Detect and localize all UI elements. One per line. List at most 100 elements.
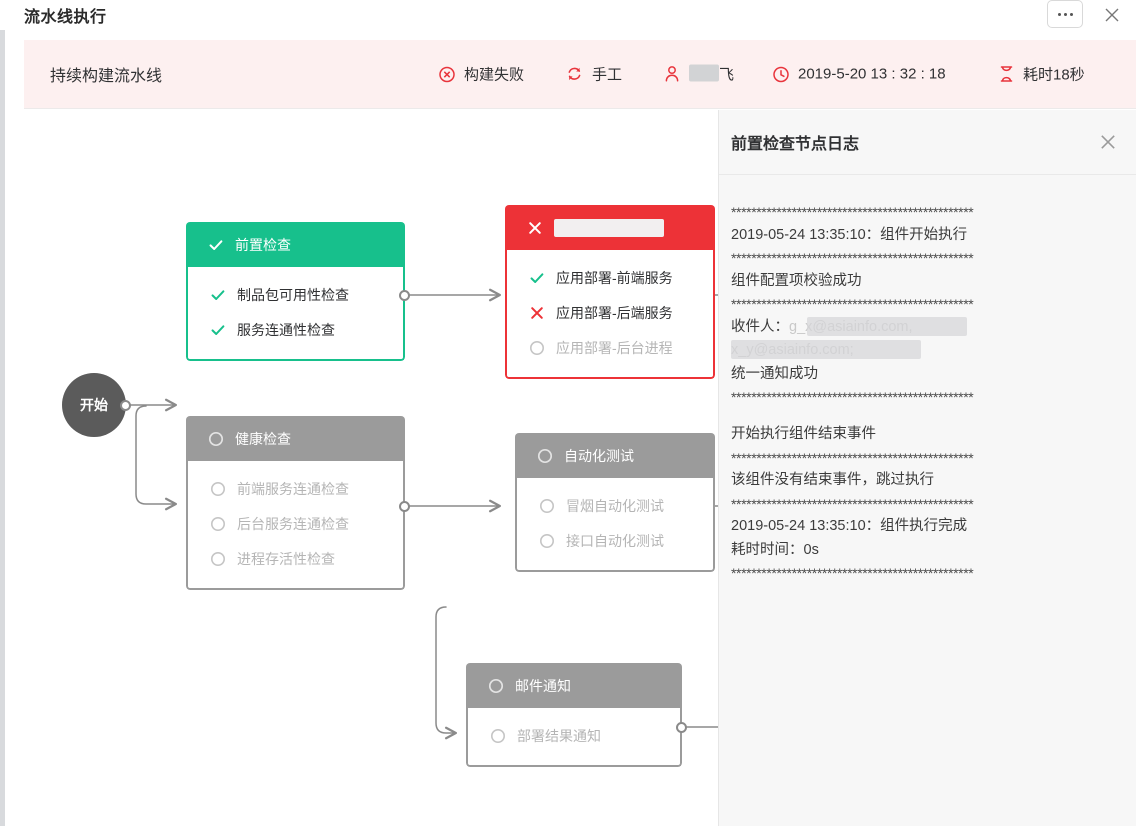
stage-sub-item[interactable]: 接口自动化测试 [517,523,713,558]
redaction-mask [554,218,664,237]
log-line: ****************************************… [731,389,974,406]
window-titlebar: 流水线执行 [0,0,1136,30]
stage-node-precheck[interactable]: 前置检查 制品包可用性检查 服务连通性检查 [186,222,405,361]
stage-node-deploy[interactable]: 应用部署-前端服务 应用部署-后端服务 应用部署-后台进程 [505,205,715,379]
stage-sub-item[interactable]: 进程存活性检查 [188,541,403,576]
circle-icon [488,678,504,693]
stage-node-title: 自动化测试 [564,447,634,464]
stage-sub-item[interactable]: 前端服务连通检查 [188,471,403,506]
stage-node-header[interactable]: 邮件通知 [466,663,682,708]
stage-sub-item[interactable]: 应用部署-后端服务 [507,295,713,330]
close-icon [1105,8,1119,22]
log-line-blank [731,409,1120,423]
start-node[interactable]: 开始 [62,373,126,437]
stage-sub-item-label: 冒烟自动化测试 [566,497,664,514]
trigger-user: xxxx飞 [664,64,734,85]
circle-icon [211,481,225,496]
log-line: 组件配置项校验成功 [731,272,862,289]
stage-sub-item[interactable]: 部署结果通知 [468,718,680,753]
stage-node-header[interactable] [505,205,715,250]
stage-sub-item[interactable]: 后台服务连通检查 [188,506,403,541]
circle-icon [530,340,544,355]
build-status-label: 构建失败 [464,66,525,84]
left-edge-strip [0,30,5,826]
stage-node-autotest[interactable]: 自动化测试 冒烟自动化测试 接口自动化测试 [515,433,715,572]
log-line-label: 收件人： [731,318,789,335]
check-icon [211,324,225,335]
stage-node-body: 制品包可用性检查 服务连通性检查 [186,267,405,361]
stage-sub-item-label: 服务连通性检查 [237,321,335,338]
pipeline-status-banner: 持续构建流水线 构建失败 手工 xxxx飞 [24,40,1136,109]
log-line-redacted: x_y@asiainfo.com; [731,339,1120,362]
pipeline-name: 持续构建流水线 [50,68,163,85]
hourglass-icon [1000,66,1013,82]
execution-duration: 耗时18秒 [999,64,1085,85]
stage-sub-item-label: 部署结果通知 [517,727,601,744]
log-line: 该组件没有结束事件，跳过执行 [731,472,934,489]
refresh-icon [568,67,581,81]
log-line: 统一通知成功 [731,365,818,382]
stage-sub-item-label: 前端服务连通检查 [237,480,349,497]
stage-node-body: 冒烟自动化测试 接口自动化测试 [515,478,715,572]
trigger-type: 手工 [566,64,622,85]
log-line: ****************************************… [731,495,974,512]
log-line: ****************************************… [731,449,974,466]
log-line: ****************************************… [731,250,974,267]
stage-sub-item[interactable]: 冒烟自动化测试 [517,488,713,523]
stage-node-title: 邮件通知 [515,677,571,694]
stage-sub-item-label: 制品包可用性检查 [237,286,349,303]
redaction-mask [807,316,967,336]
person-icon [665,66,679,82]
stage-sub-item-label: 进程存活性检查 [237,550,335,567]
clock-icon [773,66,789,82]
stage-sub-item-label: 应用部署-后台进程 [556,339,673,356]
circle-icon [211,516,225,531]
close-icon [1101,135,1115,149]
window-close-button[interactable] [1098,1,1126,29]
stage-sub-item[interactable]: 应用部署-前端服务 [507,260,713,295]
stage-node-title: 健康检查 [235,430,291,447]
mailnotify-output-port [676,722,687,733]
node-log-content[interactable]: ****************************************… [719,175,1136,826]
stage-node-healthcheck[interactable]: 健康检查 前端服务连通检查 后台服务连通检查 [186,416,405,590]
node-log-header: 前置检查节点日志 [719,110,1136,175]
trigger-type-label: 手工 [592,66,623,84]
execution-time-label: 2019-5-20 13 : 32 : 18 [798,65,946,83]
stage-node-header[interactable]: 前置检查 [186,222,405,267]
stage-sub-item-label: 接口自动化测试 [566,532,664,549]
more-options-button[interactable] [1047,0,1083,28]
execution-duration-label: 耗时18秒 [1023,66,1085,84]
circle-icon [208,431,224,446]
stage-sub-item-label: 后台服务连通检查 [237,515,349,532]
stage-node-body: 应用部署-前端服务 应用部署-后端服务 应用部署-后台进程 [505,250,715,379]
stage-sub-item-label: 应用部署-前端服务 [556,269,673,286]
circle-icon [537,448,553,463]
start-node-port [120,400,131,411]
log-line: ****************************************… [731,296,974,313]
stage-sub-item[interactable]: 制品包可用性检查 [188,277,403,312]
trigger-user-label: xxxx飞 [689,64,734,85]
execution-time: 2019-5-20 13 : 32 : 18 [773,66,946,83]
stage-node-header[interactable]: 健康检查 [186,416,405,461]
log-line: 2019-05-24 13:35:10：组件执行完成 [731,518,968,535]
check-icon [530,272,544,283]
stage-node-body: 部署结果通知 [466,708,682,767]
redaction-mask [731,340,921,360]
log-line: ****************************************… [731,565,974,582]
stage-sub-item[interactable]: 服务连通性检查 [188,312,403,347]
ellipsis-icon [1057,12,1073,16]
node-log-close-button[interactable] [1098,132,1118,152]
stage-sub-item[interactable]: 应用部署-后台进程 [507,330,713,365]
stage-node-mailnotify[interactable]: 邮件通知 部署结果通知 [466,663,682,767]
log-line: ****************************************… [731,204,974,220]
circle-icon [491,728,505,743]
stage-node-header[interactable]: 自动化测试 [515,433,715,478]
circle-icon [540,533,554,548]
start-node-label: 开始 [80,397,108,413]
redaction-mask [689,64,719,82]
log-line: 耗时时间：0s [731,541,819,558]
build-status: 构建失败 [439,64,524,85]
cross-icon [531,306,543,319]
check-icon [211,289,225,300]
